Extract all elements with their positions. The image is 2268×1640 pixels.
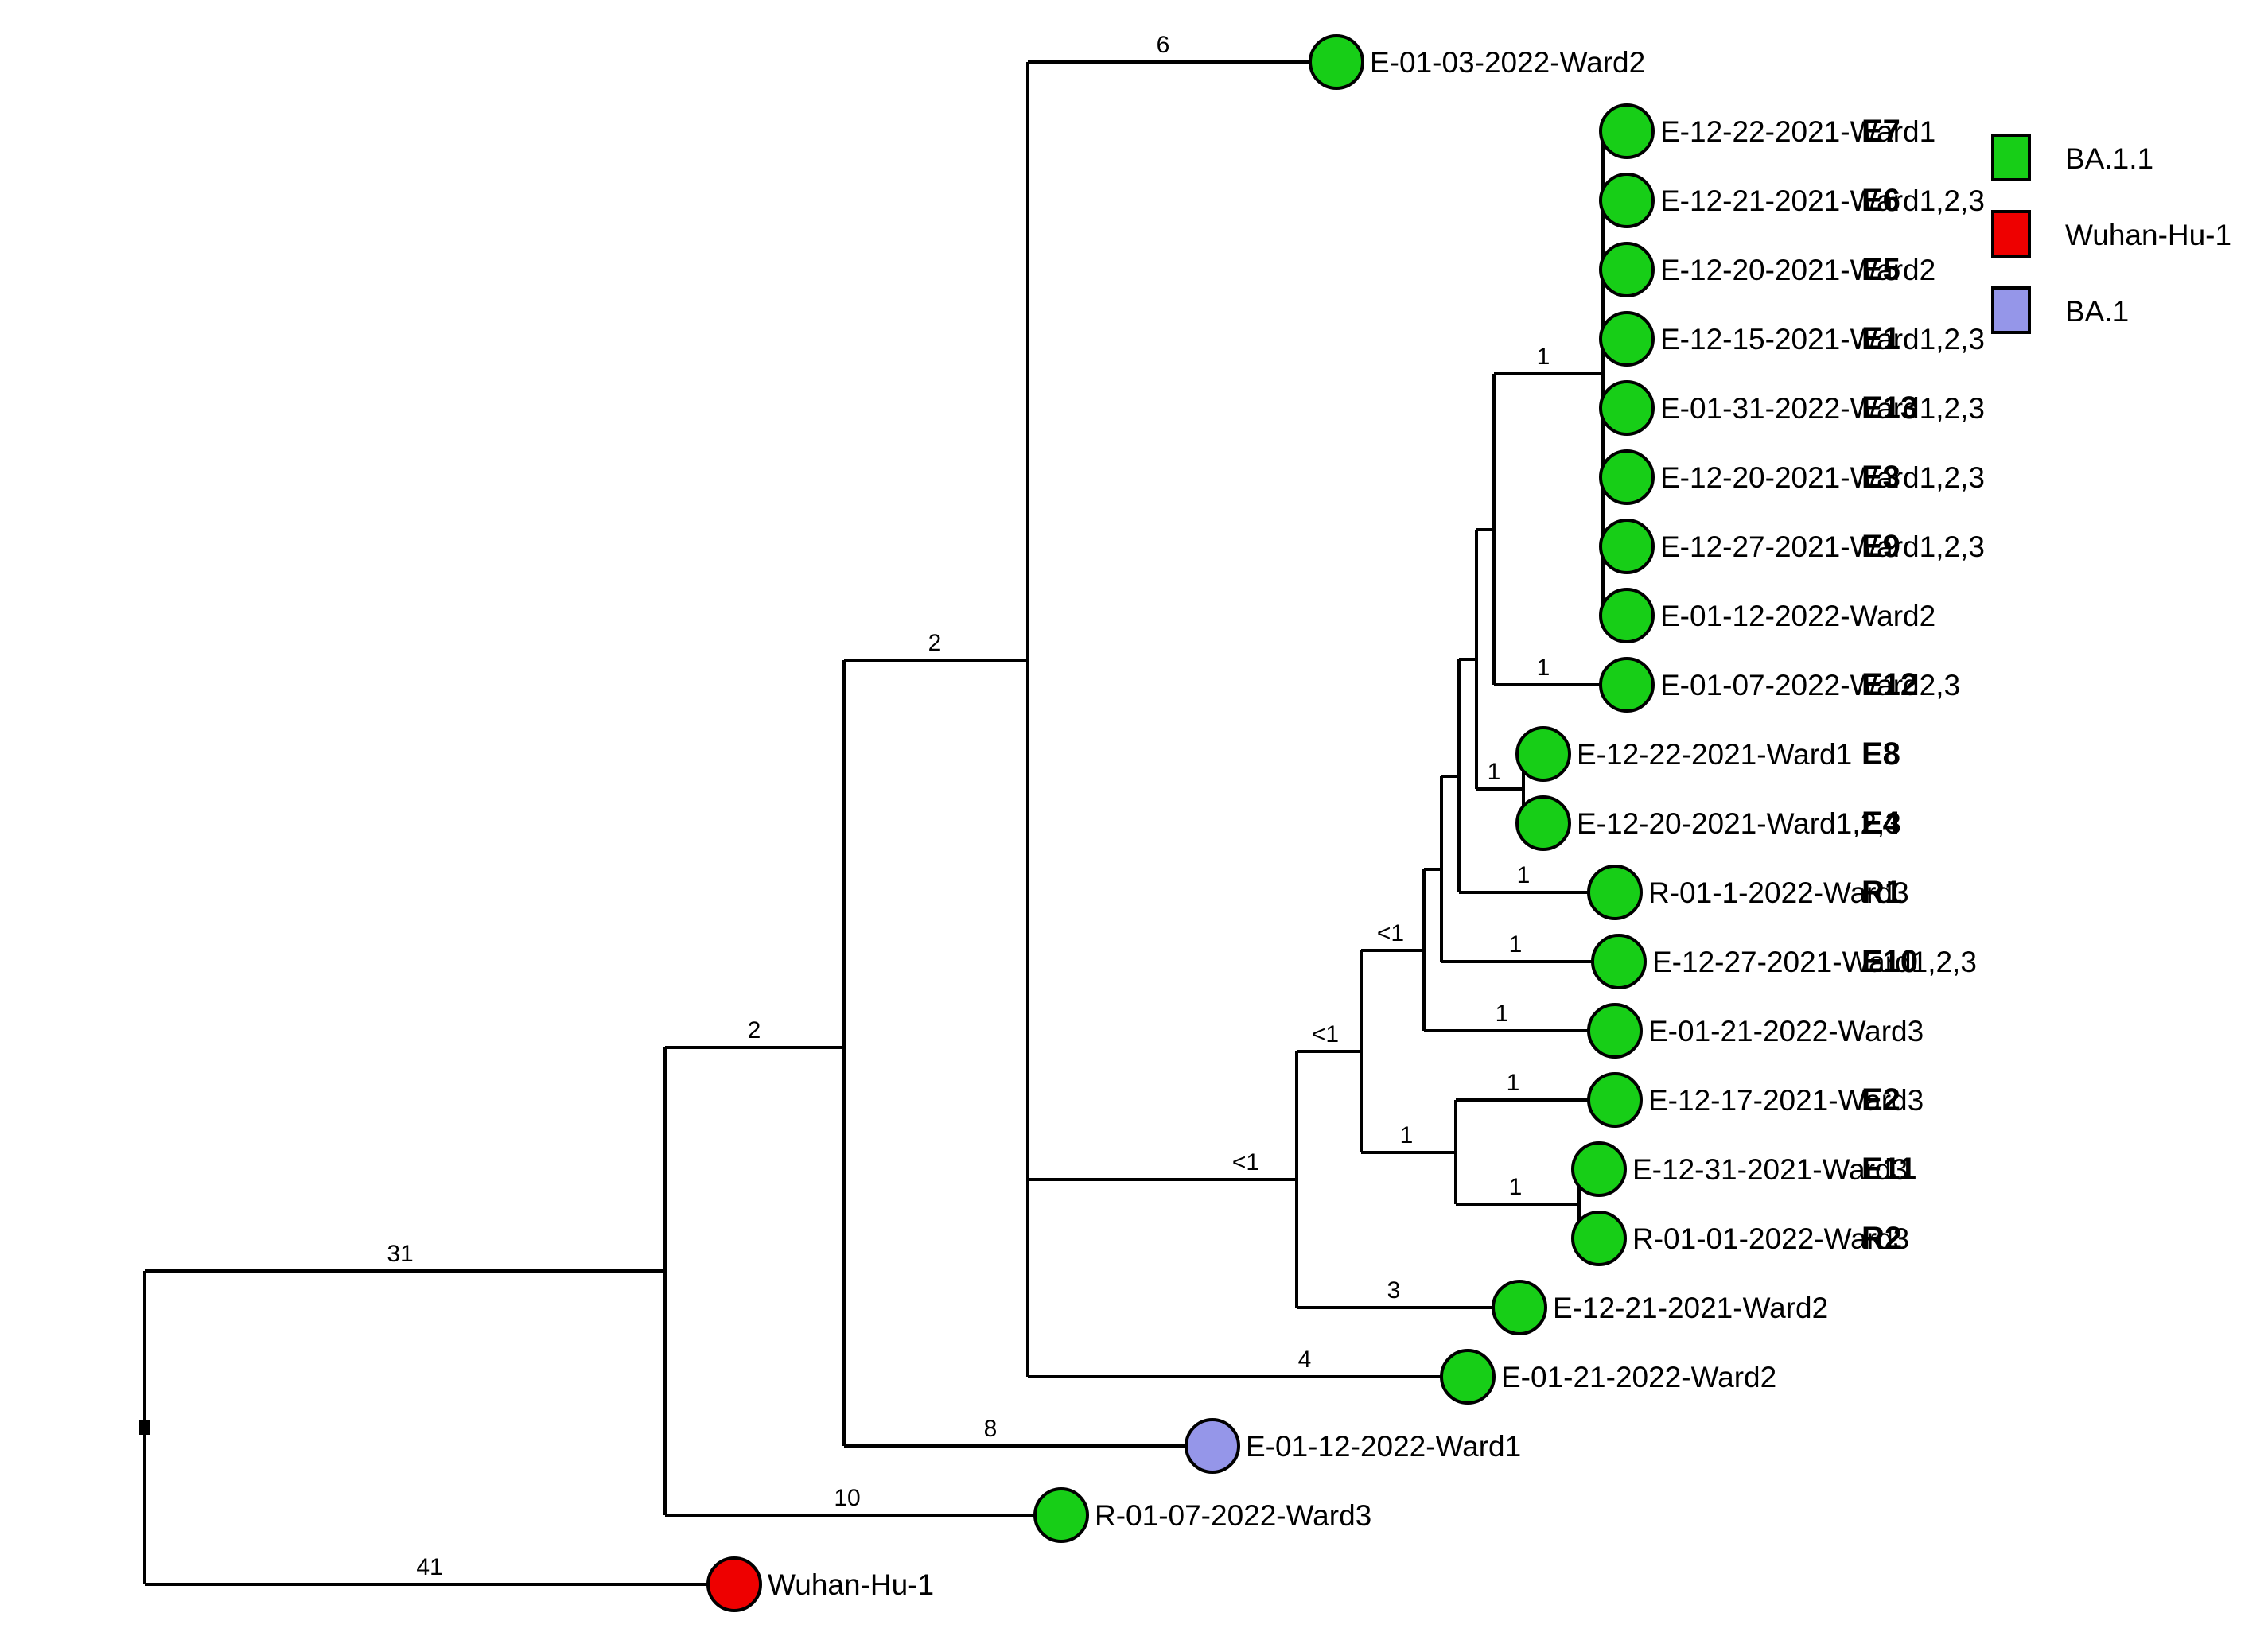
tip-label: E-01-21-2022-Ward3 bbox=[1648, 1015, 1924, 1047]
clade-id-label: E4 bbox=[1861, 806, 1901, 841]
tip-label: E-12-15-2021-Ward1,2,3 bbox=[1660, 323, 1985, 356]
clade-id-label: E1 bbox=[1861, 321, 1900, 356]
tip-node-icon bbox=[1599, 173, 1655, 228]
tip-node-icon bbox=[1587, 1003, 1643, 1059]
tip-node-icon bbox=[1599, 103, 1655, 159]
branch-length-label: 1 bbox=[1537, 344, 1550, 370]
branch-length-label: 1 bbox=[1488, 759, 1501, 785]
tip-label: E-12-22-2021-Ward1 bbox=[1577, 738, 1852, 771]
tip-node-icon bbox=[1599, 449, 1655, 505]
tip-node-icon bbox=[1515, 726, 1571, 782]
branch-length-label: 1 bbox=[1400, 1122, 1414, 1148]
tip-node-icon bbox=[1587, 865, 1643, 920]
tip-label: E-12-20-2021-Ward1,2,3 bbox=[1577, 807, 1901, 840]
branch-length-label: 10 bbox=[834, 1485, 860, 1511]
tip-label: R-01-07-2022-Ward3 bbox=[1095, 1499, 1371, 1532]
clade-id-label: E11 bbox=[1861, 1152, 1916, 1187]
tip-node-icon bbox=[1599, 657, 1655, 713]
branch-length-label: 2 bbox=[928, 630, 942, 656]
tip-label: E-01-03-2022-Ward2 bbox=[1370, 46, 1645, 79]
tip-label: E-12-21-2021-Ward1,2,3 bbox=[1660, 185, 1985, 217]
branch-length-label: 41 bbox=[416, 1554, 442, 1580]
root-marker bbox=[139, 1420, 150, 1435]
tree-layer: 11<111<1<122316E-01-03-2022-Ward2E-12-22… bbox=[139, 32, 1985, 1612]
clade-id-label: E7 bbox=[1861, 114, 1900, 149]
tip-node-icon bbox=[706, 1556, 762, 1612]
legend-swatch-ba11-icon bbox=[1991, 134, 2031, 181]
tip-node-icon bbox=[1599, 380, 1655, 436]
clade-id-label: E5 bbox=[1861, 252, 1900, 287]
branch-length-label: 6 bbox=[1157, 32, 1170, 58]
tip-label: E-12-31-2021-Ward3 bbox=[1632, 1153, 1908, 1186]
tip-node-icon bbox=[1587, 1072, 1643, 1128]
branch-length-label: 2 bbox=[748, 1017, 761, 1043]
tip-label: E-01-12-2022-Ward2 bbox=[1660, 600, 1935, 632]
legend-label-ba1: BA.1 bbox=[2065, 295, 2129, 328]
branch-length-label: 8 bbox=[984, 1416, 998, 1442]
branch-length-label: 1 bbox=[1517, 862, 1531, 888]
branch-length-label: 1 bbox=[1509, 1174, 1523, 1200]
tip-label: R-01-1-2022-Ward3 bbox=[1648, 876, 1909, 909]
tip-label: E-12-17-2021-Ward3 bbox=[1648, 1084, 1924, 1117]
tip-label: E-01-21-2022-Ward2 bbox=[1501, 1361, 1776, 1393]
clade-id-label: E6 bbox=[1861, 183, 1900, 218]
legend: BA.1.1 Wuhan-Hu-1 BA.1 bbox=[1991, 134, 2231, 334]
tip-node-icon bbox=[1599, 519, 1655, 574]
clade-id-label: E9 bbox=[1861, 529, 1900, 564]
tip-label: Wuhan-Hu-1 bbox=[768, 1568, 934, 1601]
tip-node-icon bbox=[1599, 242, 1655, 297]
tip-node-icon bbox=[1185, 1418, 1240, 1474]
legend-swatch-ba1-icon bbox=[1991, 286, 2031, 334]
branch-length-label: <1 bbox=[1377, 920, 1404, 946]
branch-length-label: <1 bbox=[1312, 1021, 1339, 1047]
tip-node-icon bbox=[1571, 1211, 1627, 1266]
branch-length-label: 4 bbox=[1298, 1347, 1312, 1373]
tip-node-icon bbox=[1515, 795, 1571, 851]
tip-node-icon bbox=[1492, 1280, 1547, 1335]
branch-length-label: 1 bbox=[1496, 1001, 1509, 1027]
clade-id-label: R1 bbox=[1861, 875, 1902, 910]
legend-swatch-wuhan-icon bbox=[1991, 210, 2031, 258]
tip-label: E-01-31-2022-Ward1,2,3 bbox=[1660, 392, 1985, 425]
branch-length-label: <1 bbox=[1232, 1149, 1259, 1176]
branch-length-label: 31 bbox=[387, 1241, 413, 1267]
clade-id-label: E12 bbox=[1861, 667, 1918, 702]
tip-node-icon bbox=[1591, 934, 1647, 989]
tip-node-icon bbox=[1033, 1487, 1089, 1543]
tip-label: E-01-07-2022-Ward2,3 bbox=[1660, 669, 1960, 701]
legend-label-wuhan: Wuhan-Hu-1 bbox=[2065, 219, 2231, 251]
tip-node-icon bbox=[1309, 34, 1364, 90]
clade-id-label: E3 bbox=[1861, 460, 1900, 495]
branch-length-label: 3 bbox=[1387, 1277, 1401, 1304]
tip-label: E-12-22-2021-Ward1 bbox=[1660, 115, 1935, 148]
tip-node-icon bbox=[1599, 311, 1655, 367]
clade-id-label: E2 bbox=[1861, 1082, 1900, 1117]
legend-label-ba11: BA.1.1 bbox=[2065, 142, 2153, 175]
tip-label: E-12-21-2021-Ward2 bbox=[1553, 1292, 1828, 1324]
tip-label: R-01-01-2022-Ward3 bbox=[1632, 1222, 1909, 1255]
branch-length-label: 1 bbox=[1509, 931, 1523, 958]
clade-id-label: R2 bbox=[1861, 1221, 1902, 1256]
tip-label: E-01-12-2022-Ward1 bbox=[1246, 1430, 1521, 1463]
tip-label: E-12-20-2021-Ward1,2,3 bbox=[1660, 461, 1985, 494]
clade-id-label: E10 bbox=[1861, 944, 1918, 979]
clade-id-label: E13 bbox=[1861, 391, 1918, 426]
tip-node-icon bbox=[1571, 1141, 1627, 1197]
tip-label: E-12-27-2021-Ward1,2,3 bbox=[1660, 530, 1985, 563]
tip-label: E-12-27-2021-Ward1,2,3 bbox=[1652, 946, 1977, 978]
tip-node-icon bbox=[1599, 588, 1655, 643]
tip-label: E-12-20-2021-Ward2 bbox=[1660, 254, 1935, 286]
branch-length-label: 1 bbox=[1537, 655, 1550, 681]
branch-length-label: 1 bbox=[1507, 1070, 1520, 1096]
clade-id-label: E8 bbox=[1861, 736, 1900, 771]
tip-node-icon bbox=[1440, 1349, 1496, 1405]
